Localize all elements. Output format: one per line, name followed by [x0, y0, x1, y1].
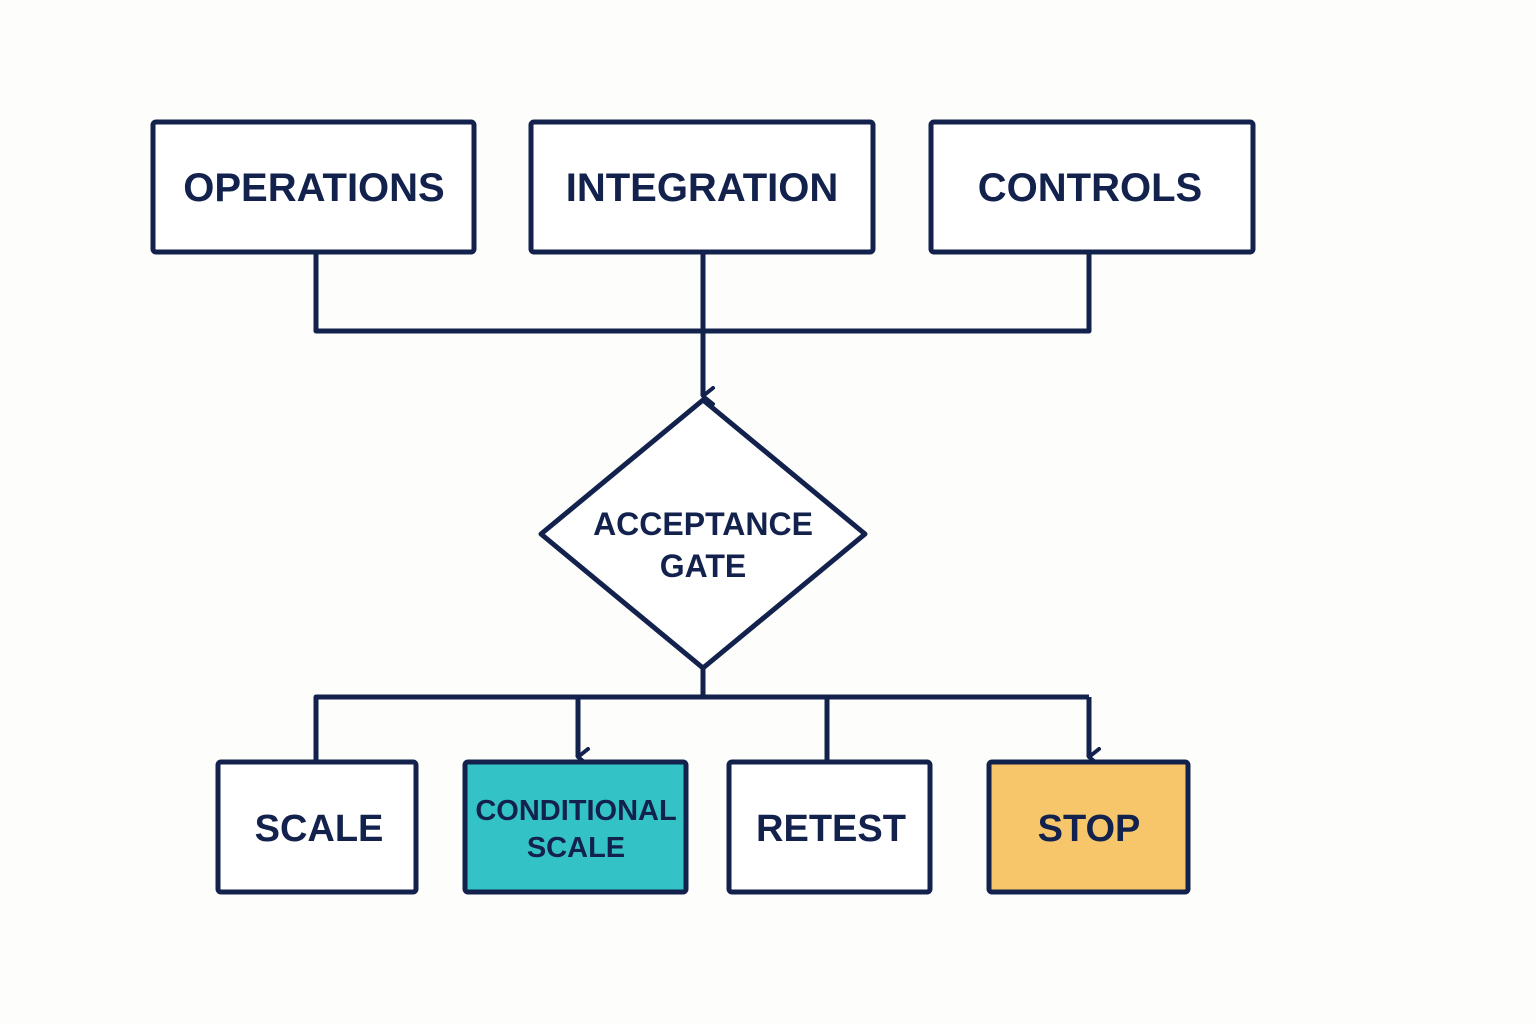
input-box-controls: CONTROLS — [928, 119, 1256, 255]
integration-label: INTEGRATION — [566, 166, 839, 210]
input-connectors — [313, 252, 1092, 406]
operations-box — [150, 119, 477, 255]
connector-controls — [703, 252, 1092, 334]
outcome-connectors — [313, 669, 1101, 767]
stop-label: STOP — [1038, 808, 1141, 850]
conditional-scale-box — [462, 759, 689, 895]
input-box-integration: INTEGRATION — [528, 119, 876, 255]
conditional-scale-label-line1: CONDITIONAL — [475, 795, 676, 827]
retest-label: RETEST — [756, 808, 906, 850]
gate-label-line1: ACCEPTANCE — [593, 506, 813, 542]
operations-label: OPERATIONS — [183, 166, 445, 210]
gate-diamond — [538, 397, 868, 671]
scale-label: SCALE — [255, 808, 384, 850]
outcome-box-retest: RETEST — [726, 759, 933, 895]
input-box-operations: OPERATIONS — [150, 119, 477, 255]
stop-box — [986, 759, 1191, 895]
outcome-box-scale: SCALE — [215, 759, 419, 895]
connector-outcome-bus — [313, 694, 1089, 762]
connector-operations — [313, 252, 703, 334]
controls-label: CONTROLS — [978, 166, 1202, 210]
outcome-box-stop: STOP — [986, 759, 1191, 895]
acceptance-gate: ACCEPTANCE GATE — [538, 397, 868, 671]
conditional-scale-label-line2: SCALE — [527, 832, 625, 864]
controls-box — [928, 119, 1256, 255]
retest-box — [726, 759, 933, 895]
outcome-box-conditional-scale: CONDITIONAL SCALE — [462, 759, 689, 895]
scale-box — [215, 759, 419, 895]
gate-label-line2: GATE — [660, 548, 747, 584]
integration-box — [528, 119, 876, 255]
